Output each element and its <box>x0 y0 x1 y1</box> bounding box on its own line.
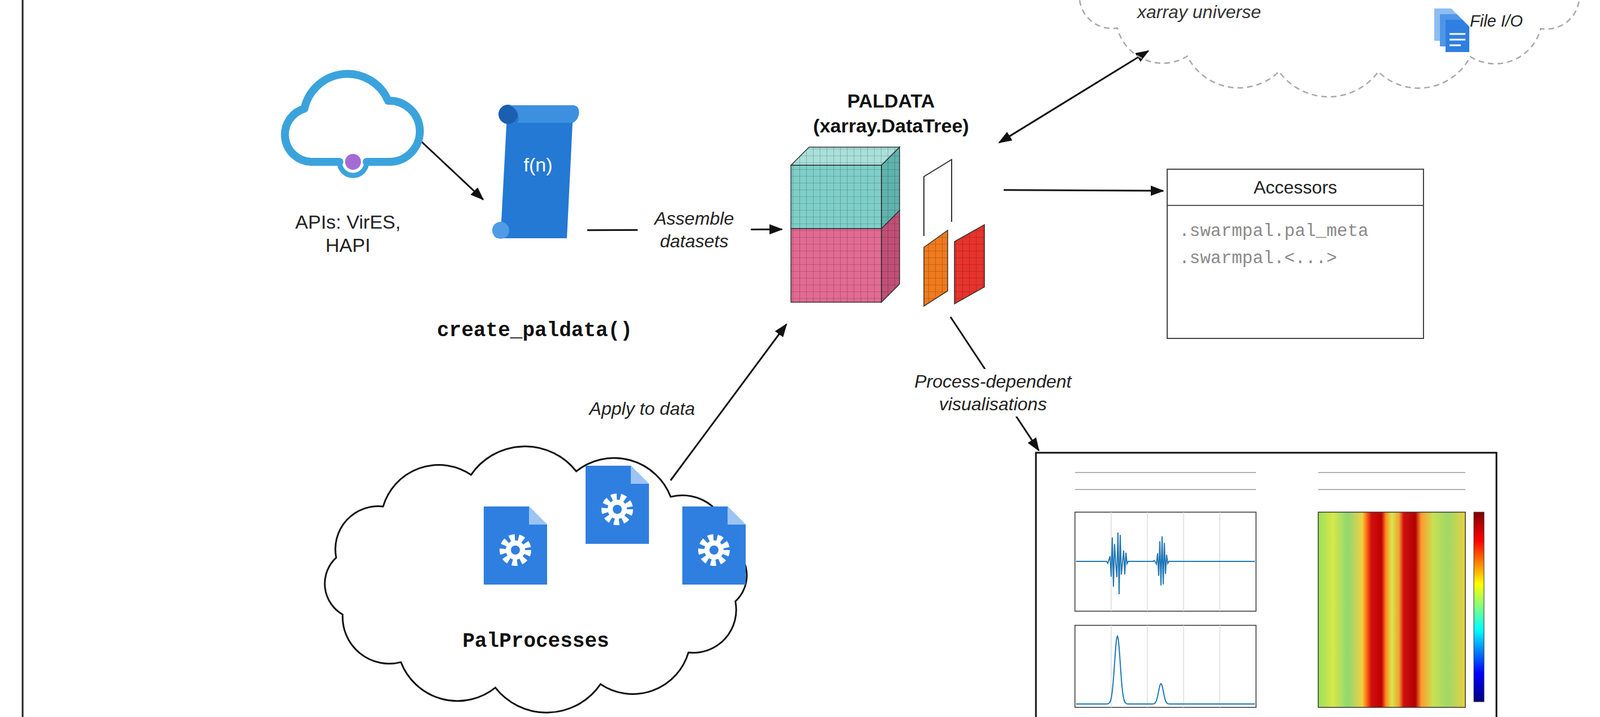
annotation-label: Process-dependent visualisations <box>899 368 1087 417</box>
process-cloud-shape <box>311 449 761 710</box>
signal-trace <box>1076 635 1255 704</box>
heatmap <box>1473 512 1485 702</box>
datatree-cubes-shape <box>923 230 948 307</box>
process-icon <box>585 465 649 544</box>
datatree-cubes-shape <box>954 224 985 304</box>
process-icon <box>483 506 548 585</box>
datatree-cubes-shape <box>881 210 900 303</box>
datatree-cubes-shape <box>790 228 882 303</box>
accessor-code: .swarmpal.pal_meta <box>1167 205 1423 244</box>
function-scroll-shape <box>492 221 510 239</box>
datatree-cubes-shape <box>923 159 952 236</box>
function-symbol: f(n) <box>495 153 581 177</box>
plot-axes <box>1074 471 1257 473</box>
process-icon <box>585 465 649 544</box>
function-scroll: f(n)create_paldata() <box>487 96 582 251</box>
process-icon <box>604 496 630 522</box>
datatree-cubes-shape <box>790 147 900 166</box>
flow-arrow <box>1003 190 1164 191</box>
process-icon <box>528 506 548 525</box>
file-io-label: File I/O <box>1469 11 1544 32</box>
process-icon <box>607 499 627 519</box>
process-label: PalProcesses <box>311 629 761 654</box>
process-icon <box>682 506 746 585</box>
xarray-cloud-shape <box>1445 19 1470 53</box>
xarray-cloud: xarray universe File I/O <box>1080 0 1590 74</box>
flow-arrow <box>421 141 484 200</box>
frame-border <box>22 0 24 717</box>
xarray-cloud-shape <box>1449 33 1466 46</box>
signal-trace <box>1076 532 1255 704</box>
xarray-cloud-shape <box>1069 0 1590 97</box>
function-name: create_paldata() <box>397 318 673 343</box>
datatree-title: PALDATA (xarray.DataTree) <box>775 88 1008 139</box>
heatmap <box>1318 512 1485 708</box>
plot-axes <box>1318 471 1466 473</box>
process-icon <box>709 545 719 555</box>
datatree-cubes-shape <box>790 165 882 229</box>
cloud-label: xarray universe <box>1137 1 1307 23</box>
edge-label: Apply to data <box>571 396 713 421</box>
accessor-box: Accessors.swarmpal.pal_meta.swarmpal.<..… <box>1166 168 1425 339</box>
datatree-cubes-shape <box>790 165 882 229</box>
edge-label: Assemble datasets <box>637 205 751 254</box>
plot-axes <box>1146 625 1148 708</box>
datatree-cubes-shape <box>790 147 900 166</box>
process-icon <box>502 537 528 563</box>
signal-trace <box>1076 532 1255 595</box>
api-source-shape <box>277 56 419 174</box>
datatree-cubes-shape <box>786 142 996 307</box>
plot-axes <box>1074 472 1466 708</box>
datatree-cubes: PALDATA (xarray.DataTree) <box>786 142 996 307</box>
datatree-cubes-shape <box>881 210 900 303</box>
api-source-shape <box>285 74 420 162</box>
api-source-shape <box>345 153 361 170</box>
datatree-cubes-shape <box>790 228 882 303</box>
process-cloud: PalProcesses <box>311 449 761 710</box>
plot-axes <box>1074 488 1257 490</box>
plot-axes <box>1074 512 1257 612</box>
frame-border <box>22 0 24 717</box>
plot-axes <box>1183 625 1185 708</box>
datatree-cubes-shape <box>954 224 985 304</box>
heatmap <box>1318 512 1466 708</box>
flow-arrow <box>999 50 1149 143</box>
process-icon <box>682 506 746 585</box>
box-heading: Accessors <box>1167 169 1423 206</box>
process-icon <box>510 545 520 555</box>
process-icon <box>704 540 724 560</box>
process-icon <box>630 465 649 484</box>
process-icon <box>483 506 548 585</box>
process-icon <box>612 504 622 514</box>
function-scroll-shape <box>507 105 579 123</box>
process-cloud-shape <box>324 446 747 713</box>
process-icon <box>701 537 727 563</box>
plot-figure <box>1035 452 1497 717</box>
process-icon <box>727 506 746 525</box>
api-source: APIs: VirES, HAPI <box>277 56 419 174</box>
datatree-cubes-shape <box>923 230 948 307</box>
xarray-cloud-shape <box>1434 8 1470 53</box>
plot-axes <box>1219 625 1221 708</box>
accessor-code: .swarmpal.<...> <box>1167 244 1423 272</box>
plot-axes <box>1318 488 1466 490</box>
plot-axes <box>1074 625 1257 708</box>
process-icon <box>505 540 526 560</box>
plot-figure <box>1035 452 1497 717</box>
source-label: APIs: VirES, HAPI <box>286 210 410 257</box>
